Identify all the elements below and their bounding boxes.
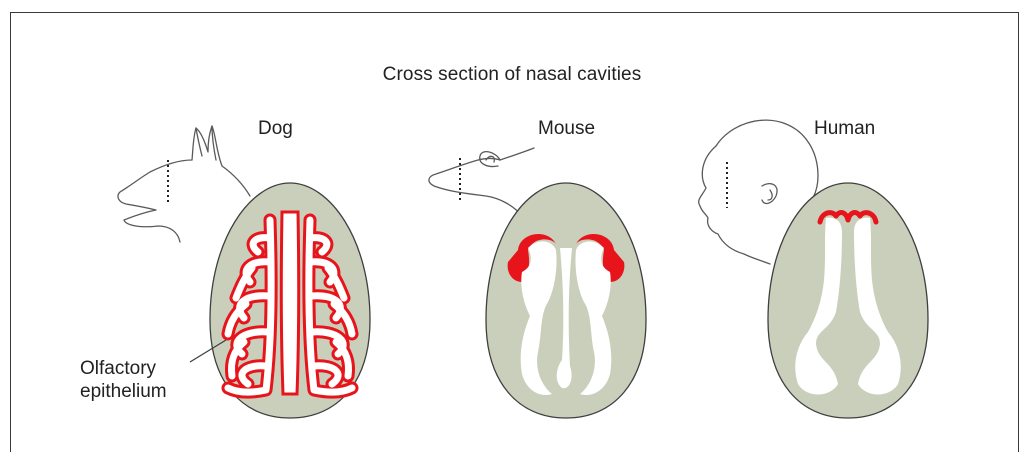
human-cross-section	[768, 183, 928, 418]
mouse-head-outline	[429, 148, 534, 216]
dog-head-outline	[118, 126, 250, 242]
mouse-cross-section	[486, 183, 646, 418]
dog-septum	[281, 212, 298, 394]
dog-cross-section	[210, 183, 370, 418]
